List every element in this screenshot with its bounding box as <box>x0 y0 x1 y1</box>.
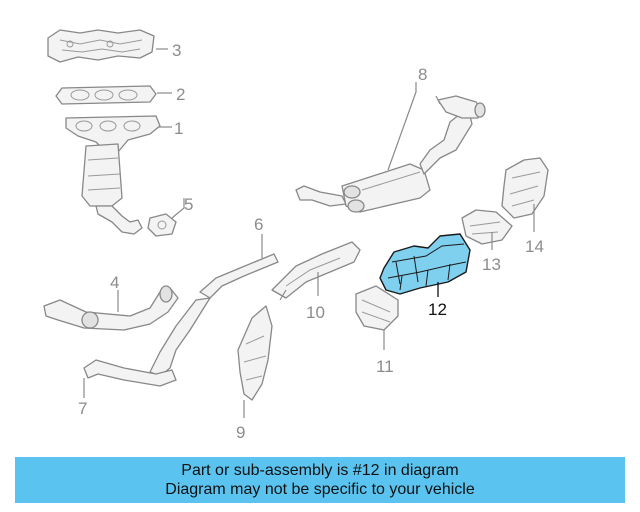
part-7-pipe <box>83 359 177 398</box>
callout-2: 2 <box>176 85 185 104</box>
callout-9: 9 <box>236 423 245 442</box>
callout-6: 6 <box>254 215 263 234</box>
part-9-heat-shield <box>237 305 273 418</box>
banner-line-1: Part or sub-assembly is #12 in diagram <box>181 462 459 479</box>
callout-8: 8 <box>418 65 427 84</box>
part-2-gasket <box>55 85 172 105</box>
callout-3: 3 <box>172 41 181 60</box>
part-5-flange-gasket <box>147 198 185 237</box>
part-4-front-pipe <box>43 285 179 331</box>
part-3-heat-shield <box>47 29 168 63</box>
part-1-exhaust-manifold <box>65 115 172 235</box>
callout-12: 12 <box>428 300 447 319</box>
callout-7: 7 <box>78 399 87 418</box>
info-banner: Part or sub-assembly is #12 in diagram D… <box>15 457 625 503</box>
callout-14: 14 <box>525 237 544 256</box>
callout-5: 5 <box>184 195 193 214</box>
part-12-heat-shield-highlighted <box>379 233 471 297</box>
callout-1: 1 <box>174 119 183 138</box>
callout-11: 11 <box>376 357 394 376</box>
part-10-heat-shield <box>271 241 361 301</box>
part-13-heat-shield <box>461 209 513 250</box>
part-8-muffler-assembly <box>295 82 486 213</box>
callout-10: 10 <box>306 303 325 322</box>
exhaust-system-diagram: 3 2 1 5 8 <box>43 29 549 442</box>
banner-line-2: Diagram may not be specific to your vehi… <box>165 481 475 498</box>
callout-4: 4 <box>110 273 119 292</box>
part-14-heat-shield <box>501 157 549 232</box>
callout-13: 13 <box>482 255 501 274</box>
part-6-intermediate-pipe <box>149 234 279 377</box>
part-11-bracket <box>355 285 399 350</box>
